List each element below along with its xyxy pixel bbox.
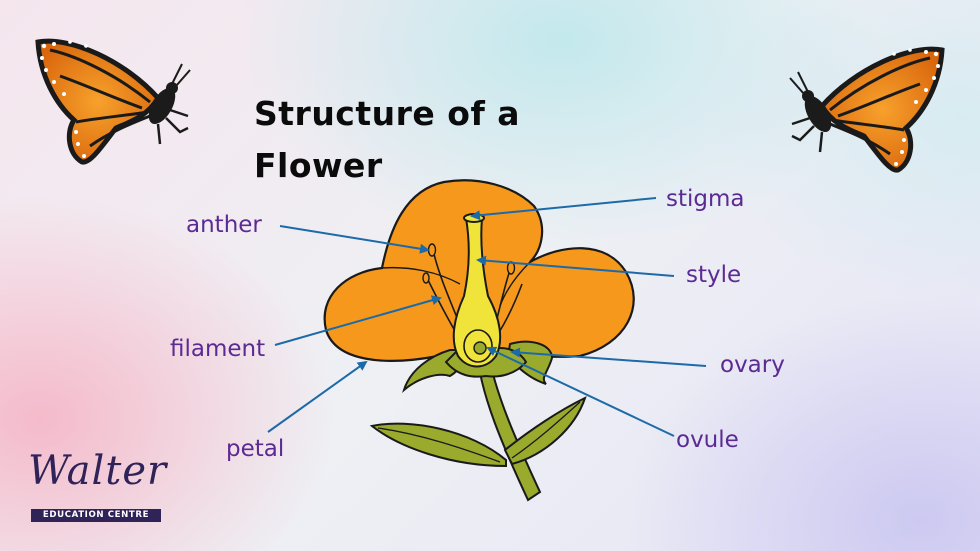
logo-script: Walter (28, 448, 168, 494)
style-arrow (476, 255, 675, 277)
label-style: style (686, 262, 742, 288)
ovule-arrow (486, 346, 675, 437)
label-stigma: stigma (666, 186, 745, 212)
label-ovule: ovule (676, 427, 739, 453)
label-anther: anther (186, 212, 262, 238)
label-petal: petal (226, 436, 285, 462)
label-arrows (267, 197, 707, 437)
page-title: Structure of a Flower (254, 88, 614, 192)
title-line-1: Structure of a (254, 94, 521, 133)
title-line-2: Flower (254, 146, 383, 185)
flower-pistil (452, 213, 502, 368)
monarch-butterfly-icon (789, 46, 945, 173)
monarch-butterfly-icon (35, 38, 191, 165)
logo-bar: EDUCATION CENTRE (31, 509, 161, 522)
flower-stem (369, 361, 587, 502)
filament-arrow (274, 295, 442, 346)
petal-arrow (267, 360, 368, 433)
label-filament: filament (170, 336, 266, 362)
walter-logo: Walter EDUCATION CENTRE (28, 448, 166, 524)
stigma-arrow (470, 197, 657, 221)
ovary-arrow (510, 347, 707, 367)
label-ovary: ovary (720, 352, 785, 378)
anther-arrow (279, 225, 430, 254)
